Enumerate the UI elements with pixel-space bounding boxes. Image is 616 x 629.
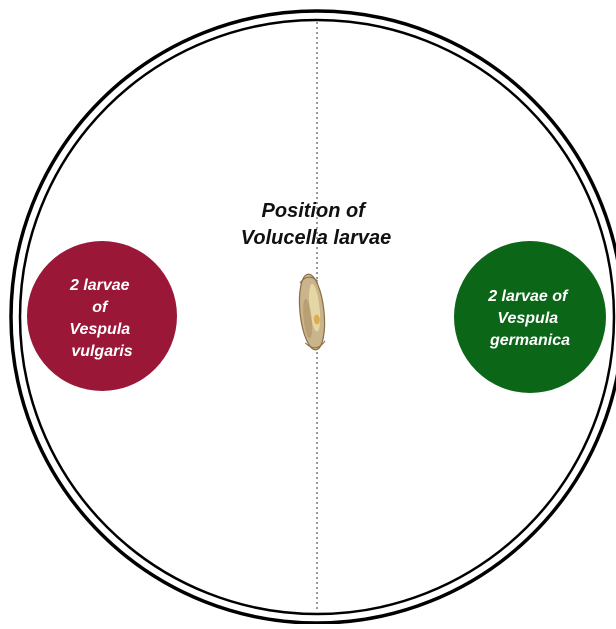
center-label-line-1: Position of [262, 200, 368, 222]
center-label-line-2: Volucella larvae [241, 227, 391, 249]
vulgaris-label-line-2: of [92, 299, 109, 316]
germanica-label-line-2: Vespula [497, 310, 558, 327]
vespula-vulgaris-circle [27, 241, 177, 391]
vespula-germanica-label: 2 larvae of Vespula germanica [487, 288, 572, 349]
vulgaris-label-line-4: vulgaris [71, 343, 132, 360]
vulgaris-label-line-3: Vespula [69, 321, 130, 338]
germanica-label-line-3: germanica [489, 332, 570, 349]
vulgaris-label-line-1: 2 larvae [69, 277, 130, 294]
center-label: Position of Volucella larvae [241, 200, 391, 249]
germanica-label-line-1: 2 larvae of [487, 288, 569, 305]
volucella-larva [296, 273, 328, 351]
